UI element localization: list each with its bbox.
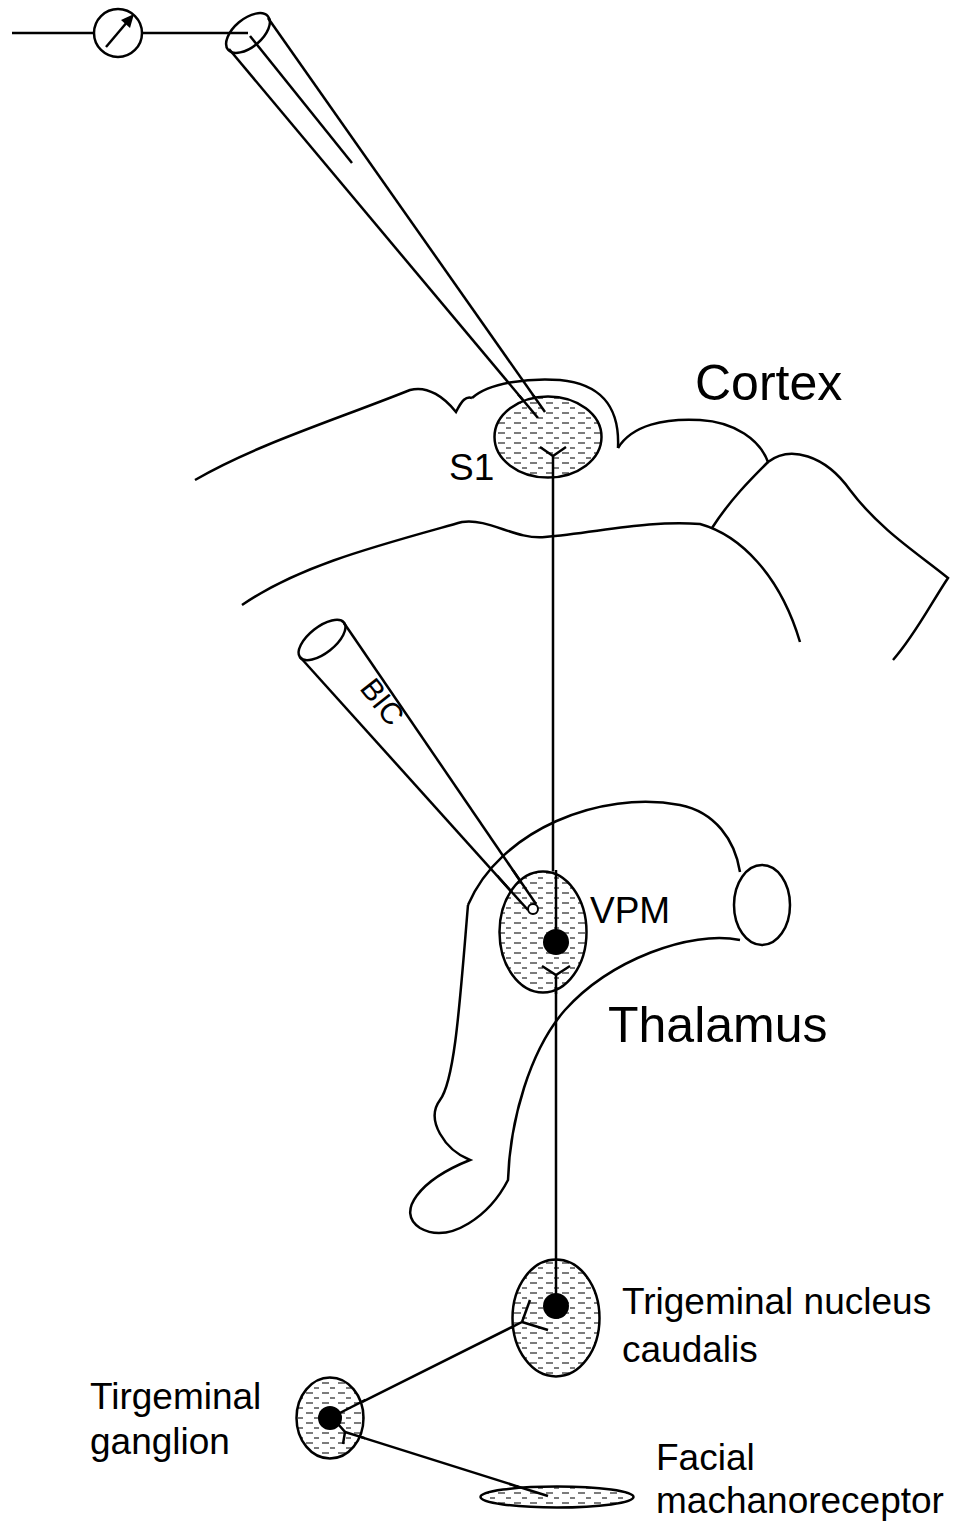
ellipse-ground xyxy=(500,872,587,993)
vpm-nucleus: VPM xyxy=(498,870,588,994)
nucleus-label: Trigeminal nucleus caudalis xyxy=(622,1278,967,1374)
neuron-fiber xyxy=(542,966,570,975)
nucleus-label: VPM xyxy=(590,889,670,933)
cortex-outline: CortexS1 xyxy=(185,350,955,670)
pipette-opening xyxy=(219,6,277,61)
pipette-wall xyxy=(268,18,545,412)
bic-pipette xyxy=(292,612,536,910)
ellipse-shape xyxy=(493,395,603,479)
region-label: Cortex xyxy=(695,355,842,413)
nerve-fiber xyxy=(362,1327,511,1402)
ellipse-shape xyxy=(295,1376,365,1460)
pipette-wall xyxy=(229,49,538,418)
region-label: Thalamus xyxy=(608,997,828,1055)
ellipse-shape xyxy=(511,1258,601,1378)
neuron-fiber xyxy=(522,1322,548,1330)
ellipse-ground xyxy=(297,1378,364,1459)
ellipse-shape xyxy=(498,870,588,994)
meter-symbol xyxy=(94,9,142,57)
ellipse-ground xyxy=(495,397,602,478)
ganglion-label: Tirgeminal ganglion xyxy=(90,1374,290,1464)
trigeminal-ganglion: Tirgeminal ganglion xyxy=(295,1376,365,1460)
meter-arrowhead xyxy=(121,14,134,28)
pipette-wall xyxy=(300,657,528,910)
neuron-fiber xyxy=(522,1300,530,1322)
nerve-fiber xyxy=(555,991,558,1258)
neuron-soma xyxy=(543,929,569,955)
ellipse-hatch xyxy=(297,1378,364,1459)
area-label: S1 xyxy=(449,446,494,490)
thalamus-outline: Thalamus VPM xyxy=(395,780,845,1250)
outline-stroke xyxy=(734,865,790,945)
s1-area: S1 xyxy=(493,395,603,479)
outline-stroke xyxy=(195,389,472,480)
ellipse-shape xyxy=(479,1485,635,1509)
ellipse-border xyxy=(481,1487,634,1508)
recording-electrode xyxy=(12,6,545,418)
wire xyxy=(12,32,94,35)
mechanoreceptor: Facial machanoreceptor xyxy=(479,1485,635,1509)
neuron-fiber xyxy=(540,447,566,456)
meter-needle xyxy=(106,21,128,47)
ellipse-border xyxy=(495,397,602,478)
ellipse-hatch xyxy=(481,1487,634,1508)
ellipse-border xyxy=(297,1378,364,1459)
nucleus-caudalis: Trigeminal nucleus caudalis xyxy=(511,1258,601,1378)
pipette-wall xyxy=(344,623,536,904)
wire xyxy=(142,32,248,35)
outline-stroke xyxy=(618,420,948,660)
neuron-fiber xyxy=(552,456,555,479)
ellipse-hatch xyxy=(500,872,587,993)
electrode-wire xyxy=(250,36,352,163)
ellipse-hatch xyxy=(495,397,602,478)
nerve-fiber xyxy=(361,1437,518,1486)
neuron-soma xyxy=(543,1293,569,1319)
ellipse-border xyxy=(513,1260,600,1377)
neuron-fiber xyxy=(338,1424,345,1444)
receptor-label: Facial machanoreceptor xyxy=(656,1437,966,1522)
nerve-fiber xyxy=(552,479,555,872)
outline-stroke xyxy=(242,522,800,642)
ellipse-border xyxy=(500,872,587,993)
ellipse-ground xyxy=(481,1487,634,1508)
drug-label: BIC xyxy=(355,673,410,731)
neuron-soma xyxy=(318,1406,342,1430)
outline-stroke xyxy=(712,462,768,528)
pipette-tip xyxy=(528,904,538,914)
